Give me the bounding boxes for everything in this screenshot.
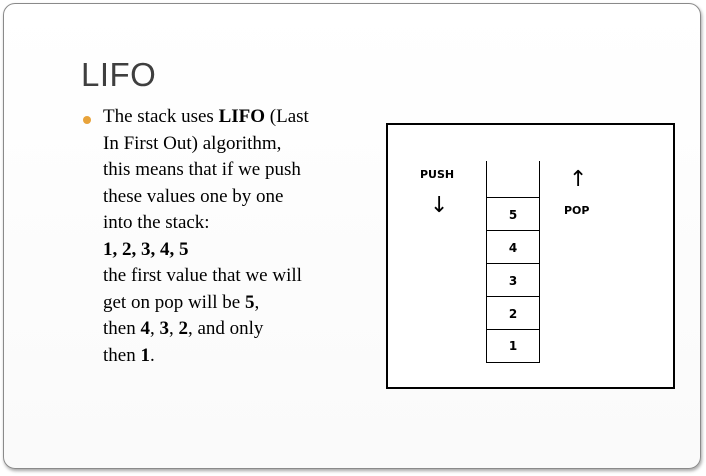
stack-cell: 3	[486, 263, 540, 297]
text-run: ,	[149, 318, 160, 339]
bullet-line: these values one by one	[103, 184, 373, 211]
bold-text: 1	[140, 344, 150, 366]
text-run: The stack uses	[103, 106, 219, 127]
text-run: then	[103, 344, 141, 366]
text-run: then	[103, 318, 141, 339]
text-run: .	[149, 344, 155, 366]
bullet-line: In First Out) algorithm,	[103, 131, 373, 158]
text-run: , and only	[187, 318, 264, 339]
bullet-line: then 1.	[103, 343, 373, 370]
bold-text: 1, 2, 3, 4, 5	[103, 238, 189, 260]
bullet-dot-icon	[83, 116, 91, 124]
bullet-line: this means that if we push	[103, 157, 373, 184]
bullet-line: then 4, 3, 2, and only	[103, 316, 373, 343]
stack-cell: 4	[486, 230, 540, 264]
push-label: PUSH	[420, 168, 455, 181]
bold-text: 5	[244, 291, 255, 313]
bold-text: 2	[178, 318, 188, 339]
bold-text: 4	[140, 318, 150, 339]
stack-cell: 1	[486, 329, 540, 363]
text-run: get on pop will be	[103, 291, 245, 313]
bullet-line: 1, 2, 3, 4, 5	[103, 237, 373, 264]
pop-label: POP	[564, 204, 590, 217]
text-run: In First Out) algorithm,	[103, 132, 282, 154]
bullet-line: The stack uses LIFO (Last	[103, 104, 373, 131]
bullet-line: the first value that we will	[103, 263, 373, 290]
pop-arrow-icon: ↑	[569, 167, 588, 192]
text-run: these values one by one	[103, 185, 284, 207]
stack-right-wall	[539, 161, 540, 197]
text-run: ,	[254, 291, 260, 313]
bullet-line: get on pop will be 5,	[103, 290, 373, 317]
stack-left-wall	[486, 161, 487, 197]
text-run: (Last	[265, 106, 309, 127]
stack-cell: 5	[486, 197, 540, 231]
text-run: into the stack:	[103, 212, 210, 233]
push-arrow-icon: ↓	[430, 193, 449, 218]
text-run: this means that if we push	[103, 159, 301, 180]
bullet-line: into the stack:	[103, 210, 373, 237]
text-run: ,	[168, 318, 179, 339]
bold-text: 3	[159, 318, 169, 339]
stack-cell: 2	[486, 296, 540, 330]
text-run: the first value that we will	[103, 265, 302, 286]
bold-text: LIFO	[218, 106, 266, 127]
slide-title: LIFO	[81, 56, 157, 93]
